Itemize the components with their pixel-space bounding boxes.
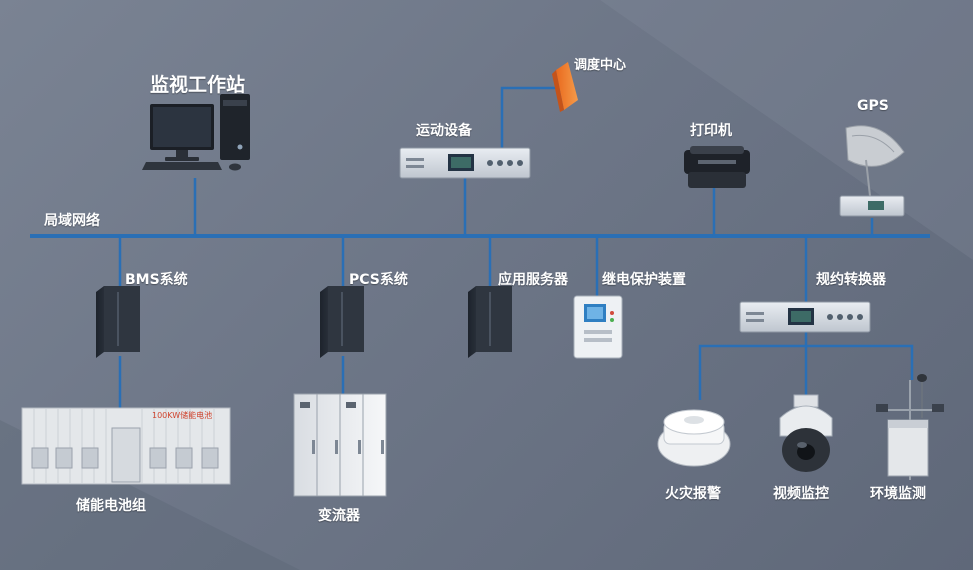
battery-tag: 100KW储能电池 bbox=[152, 410, 212, 420]
label-pcs: PCS系统 bbox=[349, 272, 408, 288]
label-workstation: 监视工作站 bbox=[150, 74, 246, 96]
printer-icon bbox=[684, 146, 750, 188]
label-video-monitor: 视频监控 bbox=[773, 486, 829, 502]
relay-protection-icon bbox=[573, 295, 623, 359]
dome-camera-icon bbox=[779, 394, 833, 472]
label-fire-alarm: 火灾报警 bbox=[665, 486, 721, 502]
label-protocol-converter: 规约转换器 bbox=[816, 272, 886, 288]
pcs-server-icon bbox=[320, 286, 364, 358]
converter-cabinet-icon bbox=[293, 393, 387, 497]
label-converter: 变流器 bbox=[318, 508, 360, 524]
protocol-converter-icon bbox=[739, 301, 871, 333]
label-env-monitor: 环境监测 bbox=[870, 486, 926, 502]
label-lan: 局域网络 bbox=[44, 213, 100, 229]
app-server-icon bbox=[468, 286, 512, 358]
bg-shade bbox=[600, 0, 973, 260]
smoke-detector-icon bbox=[657, 409, 731, 467]
env-monitor-icon bbox=[876, 374, 944, 480]
label-relay-protection: 继电保护装置 bbox=[602, 272, 686, 288]
label-telecontrol: 运动设备 bbox=[416, 123, 472, 139]
label-app-server: 应用服务器 bbox=[498, 272, 568, 288]
label-printer: 打印机 bbox=[690, 123, 732, 139]
bms-server-icon bbox=[96, 286, 140, 358]
battery-container-icon bbox=[21, 407, 231, 485]
workstation-icon bbox=[142, 94, 250, 171]
label-gps: GPS bbox=[857, 98, 889, 114]
gps-icon bbox=[839, 125, 905, 217]
connection-lines bbox=[30, 86, 930, 408]
label-battery-pack: 储能电池组 bbox=[76, 498, 146, 514]
telecontrol-icon bbox=[399, 147, 531, 179]
label-dispatch: 调度中心 bbox=[574, 58, 627, 73]
dispatch-center-icon bbox=[552, 62, 578, 112]
label-bms: BMS系统 bbox=[125, 272, 188, 288]
